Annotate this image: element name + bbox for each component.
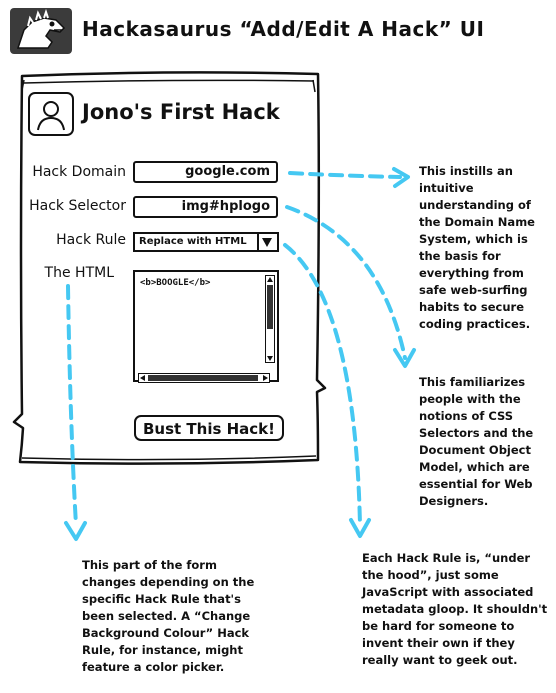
domain-arrow: [288, 171, 402, 179]
hack-rule-selected-value: Replace with HTML: [139, 236, 247, 247]
hack-rule-label: Hack Rule: [56, 232, 126, 248]
hack-selector-label: Hack Selector: [29, 198, 126, 214]
horizontal-scrollbar[interactable]: [138, 368, 270, 383]
domain-arrow-head: [392, 167, 410, 188]
hack-rule-select[interactable]: Replace with HTML: [133, 232, 279, 252]
user-avatar-icon: [28, 92, 74, 136]
html-annotation: This part of the form changes depending …: [82, 558, 255, 674]
rule-annotation: Each Hack Rule is, “under the hood”, jus…: [362, 551, 548, 667]
hack-selector-input[interactable]: img#hplogo: [133, 196, 278, 218]
hack-domain-input[interactable]: google.com: [133, 161, 278, 183]
dinosaur-logo-icon: [10, 8, 72, 54]
html-arrow-head: [64, 521, 87, 541]
selector-arrow-head: [393, 348, 416, 368]
domain-annotation: This instills an intuitive understanding…: [419, 164, 535, 331]
html-textarea-value: <b>BOOGLE</b>: [140, 278, 211, 288]
hack-title: Jono's First Hack: [82, 100, 280, 124]
page-title: Hackasaurus “Add/Edit A Hack” UI: [82, 17, 485, 41]
rule-arrow-head: [349, 518, 371, 538]
chevron-down-icon[interactable]: [257, 234, 277, 250]
hack-domain-label: Hack Domain: [32, 164, 126, 180]
selector-arrow: [285, 205, 407, 360]
selector-annotation: This familiarizes people with the notion…: [419, 375, 534, 508]
vertical-scrollbar[interactable]: [265, 275, 275, 363]
bust-this-hack-button[interactable]: Bust This Hack!: [134, 415, 284, 441]
html-textarea[interactable]: <b>BOOGLE</b>: [133, 270, 279, 383]
html-arrow: [66, 284, 78, 527]
the-html-label: The HTML: [44, 265, 114, 281]
rule-arrow: [283, 243, 362, 527]
